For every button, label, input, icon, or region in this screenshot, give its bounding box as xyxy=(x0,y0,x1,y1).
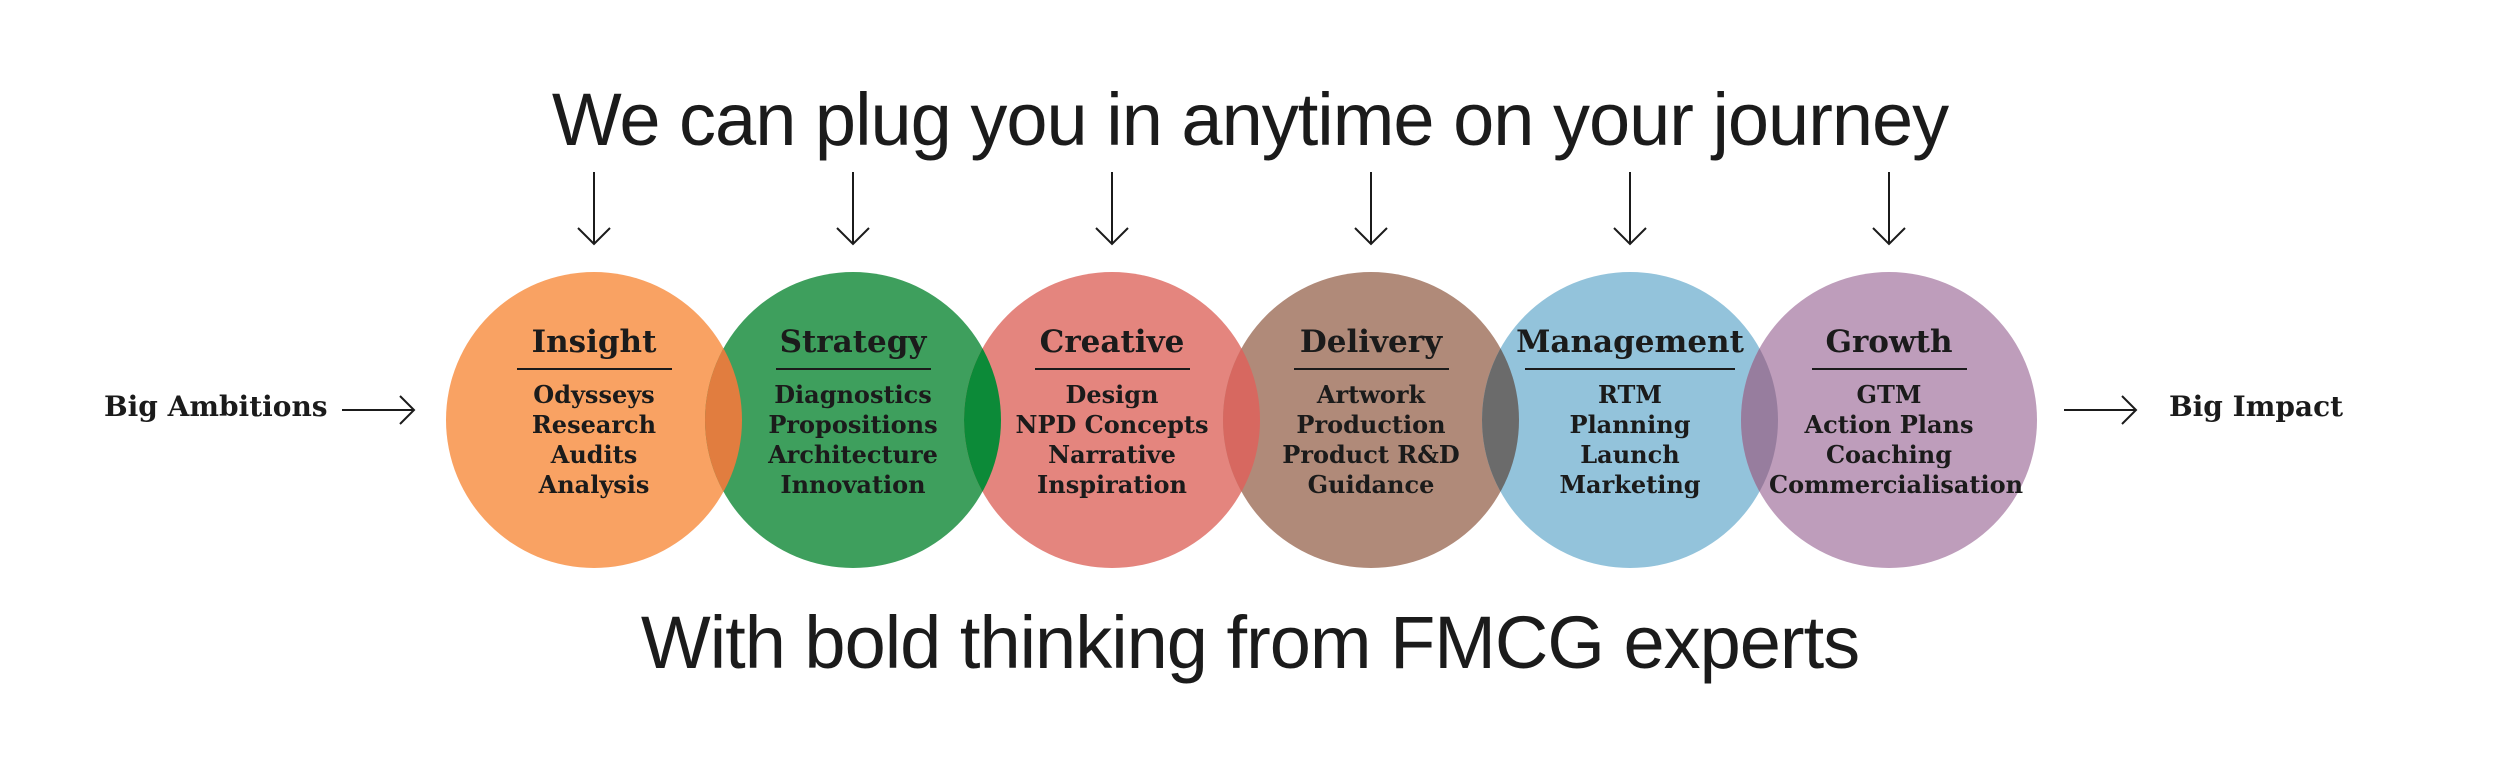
start-label: Big Ambitions xyxy=(104,390,328,423)
end-arrow-icon xyxy=(2064,395,2138,425)
stage-item: Propositions xyxy=(768,409,938,439)
stage-divider xyxy=(516,368,672,370)
end-label: Big Impact xyxy=(2169,390,2344,423)
stage-divider xyxy=(775,368,931,370)
stage-title: Strategy xyxy=(779,324,927,360)
stage-item: Artwork xyxy=(1316,379,1426,409)
stage-item: Research xyxy=(531,409,657,439)
stage-title: Insight xyxy=(531,324,657,360)
stage-title: Growth xyxy=(1825,324,1953,360)
stage-title: Management xyxy=(1516,324,1744,360)
stage-item: Product R&D xyxy=(1282,439,1460,469)
down-arrow-icon xyxy=(1354,172,1388,246)
page-subtitle: With bold thinking from FMCG experts xyxy=(640,601,1860,684)
page-title: We can plug you in anytime on your journ… xyxy=(551,78,1949,161)
stage-item: Design xyxy=(1065,379,1159,409)
stage-item: RTM xyxy=(1598,379,1662,409)
stage-item: Planning xyxy=(1569,409,1691,439)
stage-item: Narrative xyxy=(1048,439,1176,469)
stage-title: Delivery xyxy=(1299,324,1443,360)
stage-item: Innovation xyxy=(780,469,926,499)
stage-item: Coaching xyxy=(1825,439,1953,469)
stage-title: Creative xyxy=(1039,324,1185,360)
stage-circle-management xyxy=(1482,272,1778,568)
stage-item: Production xyxy=(1296,409,1446,439)
stage-item: GTM xyxy=(1856,379,1922,409)
stage-circle-strategy xyxy=(705,272,1001,568)
stage-item: Inspiration xyxy=(1037,469,1187,499)
stage-circle-insight xyxy=(446,272,742,568)
stage-divider xyxy=(1811,368,1967,370)
stage-circle-delivery xyxy=(1223,272,1519,568)
start-arrow-icon xyxy=(342,395,416,425)
stage-item: Action Plans xyxy=(1804,409,1974,439)
stage-item: Commercialisation xyxy=(1769,469,2024,499)
stage-item: Launch xyxy=(1580,439,1680,469)
stage-item: Architecture xyxy=(768,439,938,469)
stage-circle-growth xyxy=(1741,272,2037,568)
stage-item: NPD Concepts xyxy=(1015,409,1209,439)
down-arrow-icon xyxy=(1613,172,1647,246)
down-arrow-icon xyxy=(836,172,870,246)
stage-item: Guidance xyxy=(1307,469,1435,499)
stage-divider xyxy=(1034,368,1190,370)
stage-divider xyxy=(1525,368,1735,370)
stage-item: Odysseys xyxy=(533,379,655,409)
down-arrow-icon xyxy=(577,172,611,246)
stage-circle-creative xyxy=(964,272,1260,568)
stage-item: Diagnostics xyxy=(774,379,932,409)
stage-divider xyxy=(1293,368,1449,370)
down-arrow-icon xyxy=(1872,172,1906,246)
stage-item: Audits xyxy=(550,439,638,469)
stage-item: Analysis xyxy=(538,469,650,499)
down-arrow-icon xyxy=(1095,172,1129,246)
stage-item: Marketing xyxy=(1559,469,1701,499)
